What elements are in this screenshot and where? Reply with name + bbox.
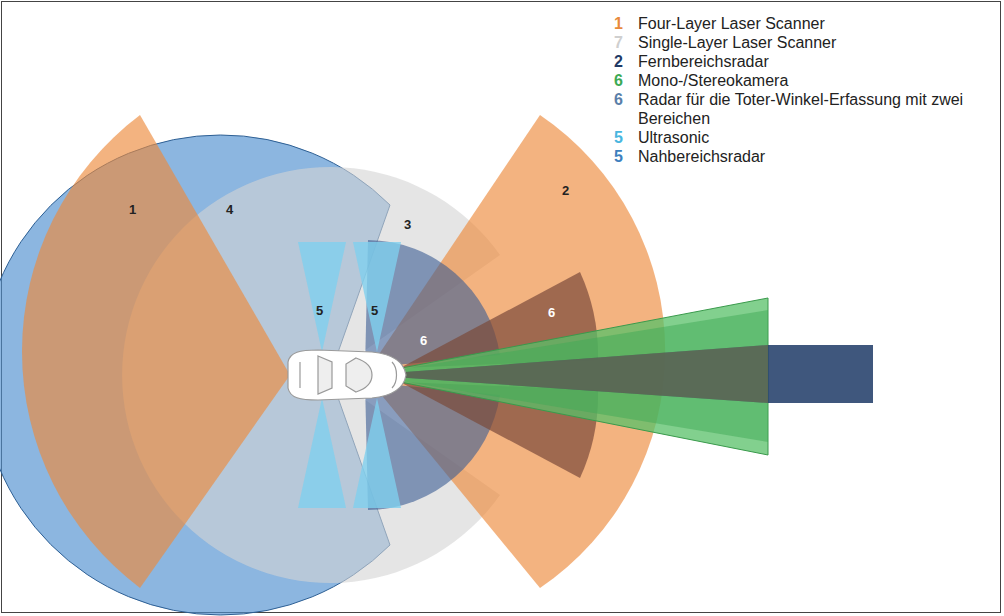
- legend-number: 2: [614, 52, 638, 71]
- legend-text: Radar für die Toter-Winkel-Erfassung mit…: [638, 90, 968, 128]
- legend-entry: 6 Radar für die Toter-Winkel-Erfassung mi…: [614, 90, 994, 128]
- callout-number: 5: [614, 148, 623, 165]
- legend-entry: 5 Ultrasonic: [614, 128, 994, 147]
- legend-number: 6: [614, 71, 638, 90]
- callout-number: 2: [562, 184, 569, 197]
- callout-number: 6: [548, 306, 555, 319]
- legend-number: 6: [614, 90, 638, 109]
- callout-number: 1: [129, 203, 136, 216]
- legend: 1 Four-Layer Laser Scanner 7 Single-Layer L…: [614, 14, 994, 166]
- legend-entry: 5 Nahbereichsradar: [614, 147, 994, 166]
- legend-number: 7: [614, 33, 638, 52]
- legend-text: Four-Layer Laser Scanner: [638, 14, 825, 33]
- callout-number: 5: [614, 129, 623, 146]
- legend-number: 5: [614, 128, 638, 147]
- legend-entry: 1 Four-Layer Laser Scanner: [614, 14, 994, 33]
- legend-text: Ultrasonic: [638, 128, 709, 147]
- callout-number: 5: [316, 304, 323, 317]
- legend-text: Mono-/Stereokamera: [638, 71, 788, 90]
- callout-number: 1: [614, 15, 623, 32]
- legend-number: 1: [614, 14, 638, 33]
- legend-number: 5: [614, 147, 638, 166]
- legend-text: Nahbereichsradar: [638, 147, 765, 166]
- legend-text: Fernbereichsradar: [638, 52, 769, 71]
- callout-number: 2: [614, 53, 623, 70]
- callout-number: 4: [226, 203, 233, 216]
- legend-entry: 7 Single-Layer Laser Scanner: [614, 33, 994, 52]
- callout-number: 6: [420, 334, 427, 347]
- callout-number: 7: [614, 34, 623, 51]
- legend-entry: 2 Fernbereichsradar: [614, 52, 994, 71]
- callout-number: 3: [404, 218, 411, 231]
- callout-number: 6: [614, 91, 623, 108]
- legend-text: Single-Layer Laser Scanner: [638, 33, 836, 52]
- legend-entry: 6 Mono-/Stereokamera: [614, 71, 994, 90]
- callout-number: 6: [614, 72, 623, 89]
- callout-number: 5: [371, 304, 378, 317]
